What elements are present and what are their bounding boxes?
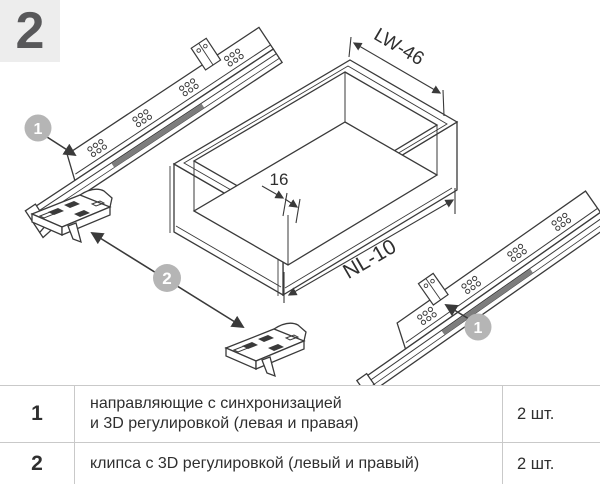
svg-text:2: 2 (162, 269, 171, 288)
part-description-line1: клипса с 3D регулировкой (левый и правый… (90, 455, 420, 472)
part-description-line2: и 3D регулировкой (левая и правая) (90, 415, 359, 432)
right-slide-drawing (332, 175, 600, 386)
step-badge: 2 (0, 0, 60, 62)
right-slide-rear-bracket (417, 272, 449, 306)
dim-length (283, 188, 456, 303)
assembly-diagram: LW-46 NL-10 16 2 (0, 11, 600, 386)
parts-table: 1 направляющие с синхронизацией и 3D рег… (0, 385, 600, 484)
callout-2: 2 (153, 264, 181, 292)
bottom-clip-drawing (225, 322, 307, 377)
callout-1-left: 1 (24, 114, 77, 157)
svg-text:1: 1 (474, 320, 483, 337)
svg-text:1: 1 (34, 121, 43, 138)
dim-offset-label: 16 (270, 170, 289, 189)
part-description-line1: направляющие с синхронизацией (90, 395, 342, 412)
left-slide-rear-bracket (190, 37, 222, 71)
part-number: 1 (0, 386, 75, 442)
callout-1-right: 1 (444, 304, 492, 341)
part-quantity: 2 шт. (517, 454, 555, 473)
left-slide-drawing (1, 11, 290, 238)
table-row: 2 клипса с 3D регулировкой (левый и прав… (0, 443, 600, 484)
dim-offset (261, 185, 301, 224)
dim-width-label: LW-46 (370, 24, 427, 70)
part-description: направляющие с синхронизацией и 3D регул… (75, 386, 503, 442)
table-row: 1 направляющие с синхронизацией и 3D рег… (0, 386, 600, 443)
part-description: клипса с 3D регулировкой (левый и правый… (75, 443, 503, 484)
part-number: 2 (0, 443, 75, 484)
part-quantity: 2 шт. (517, 404, 555, 423)
dim-width (348, 36, 445, 117)
